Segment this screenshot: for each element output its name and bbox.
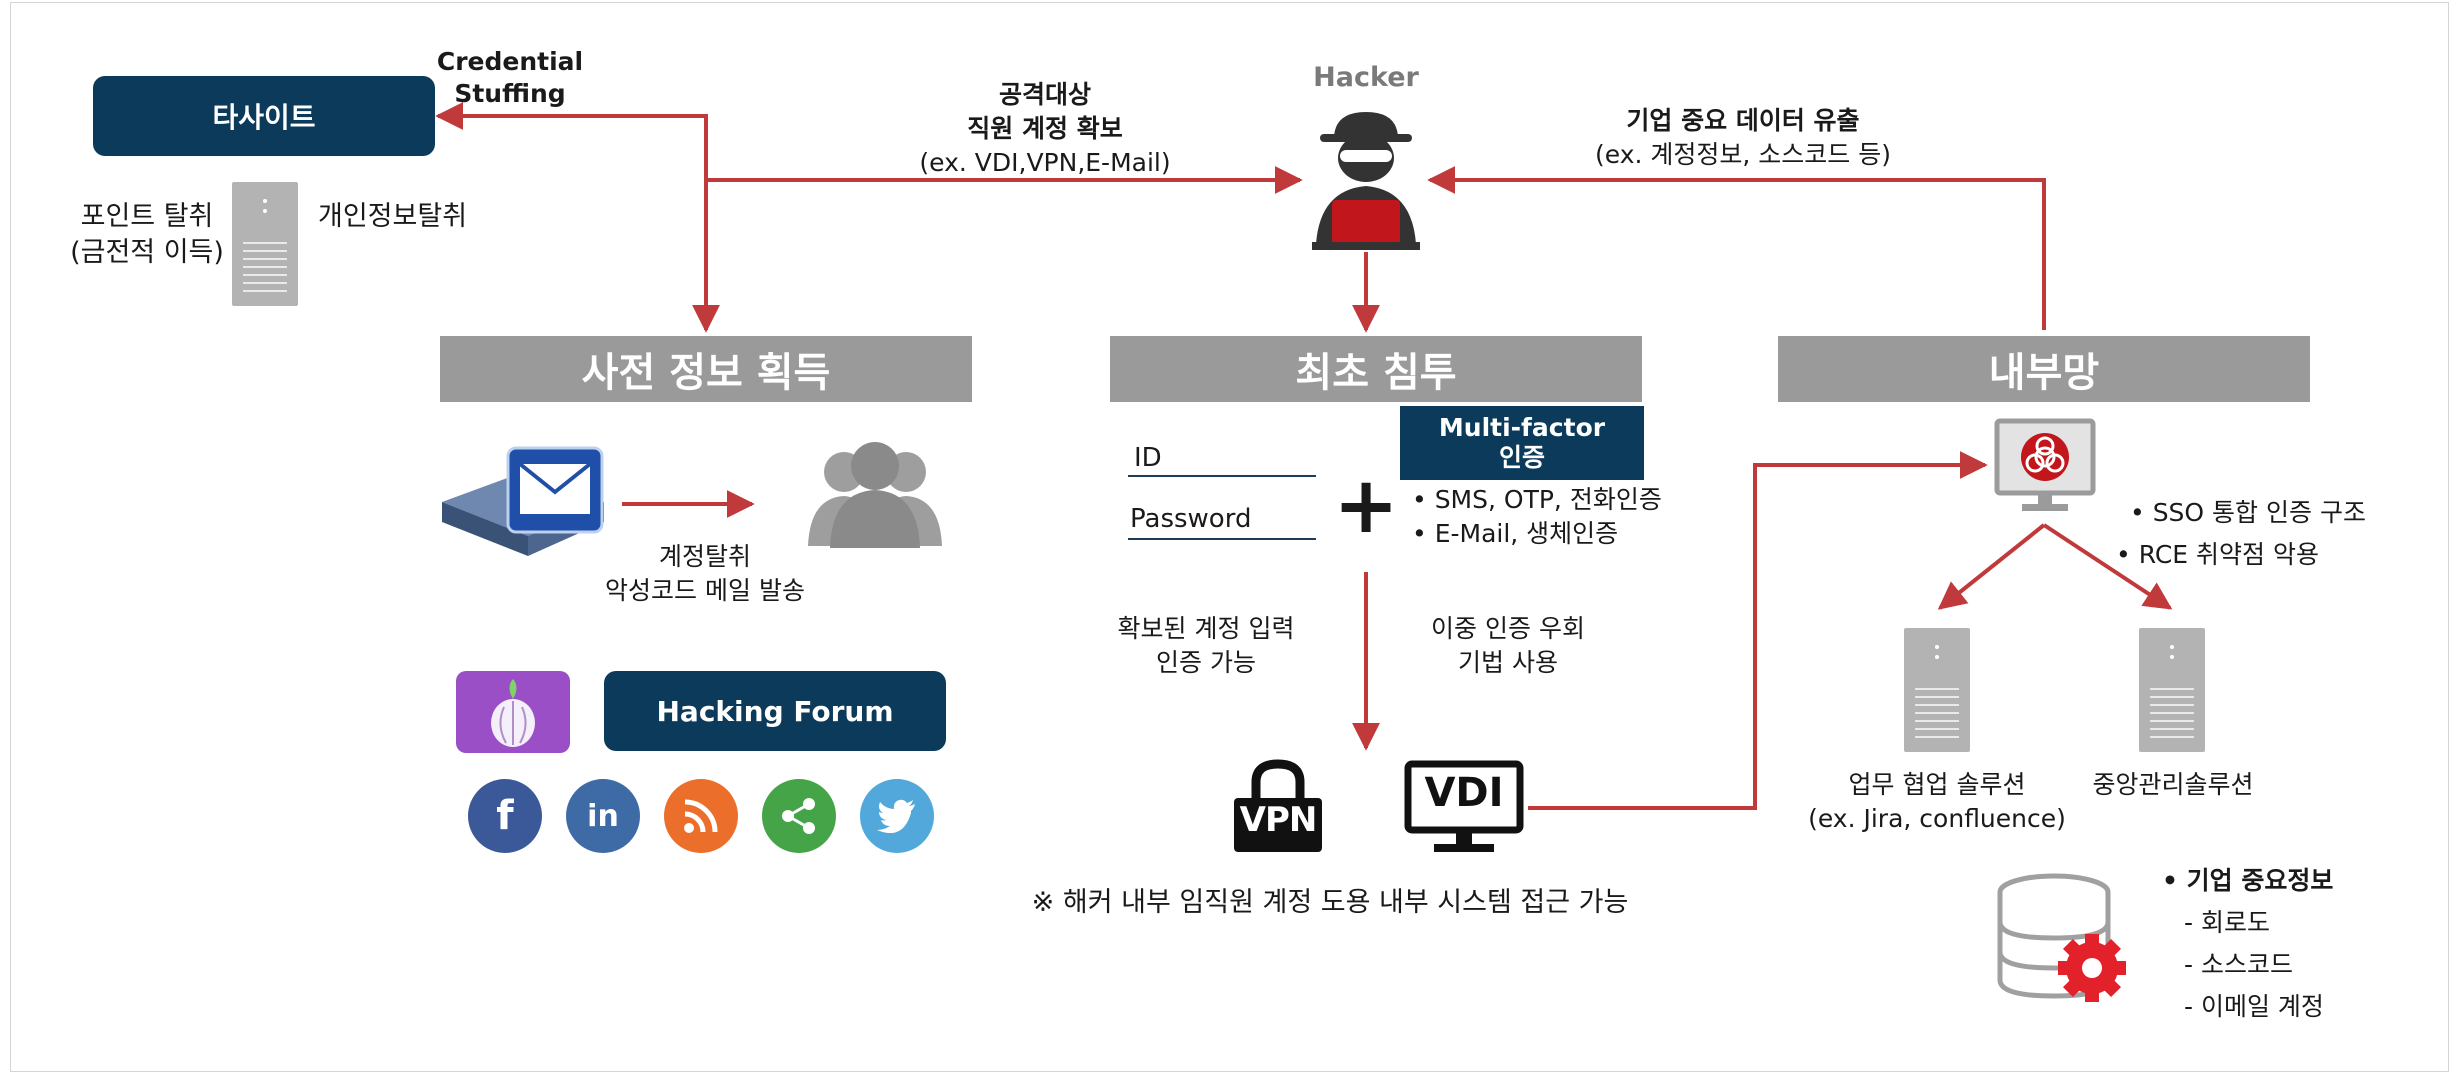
hacking-forum-box: Hacking Forum bbox=[604, 671, 946, 751]
stage-internal-label: 내부망 bbox=[1988, 350, 2100, 396]
tor-onion-icon bbox=[456, 671, 570, 753]
point-theft-line1: 포인트 탈취 bbox=[80, 201, 214, 232]
entry-right-line2: 기법 사용 bbox=[1458, 648, 1558, 677]
mfa-box: Multi-factor 인증 bbox=[1400, 406, 1644, 480]
server1-line2: (ex. Jira, confluence) bbox=[1808, 804, 2066, 833]
entry-right-line1: 이중 인증 우회 bbox=[1431, 614, 1585, 643]
stage-prior-header: 사전 정보 획득 bbox=[440, 336, 972, 402]
stage-initial-label: 최초 침투 bbox=[1295, 350, 1457, 396]
hacking-forum-label: Hacking Forum bbox=[656, 694, 894, 728]
key-info-item1: - 회로도 bbox=[2184, 908, 2270, 937]
internal-bullets: • SSO 통합 인증 구조 • RCE 취약점 악용 bbox=[2116, 496, 2366, 572]
mfa-line1: Multi-factor bbox=[1438, 413, 1606, 442]
rss-icon bbox=[664, 779, 738, 853]
twitter-icon bbox=[860, 779, 934, 853]
server2-icon bbox=[2139, 628, 2205, 752]
point-theft-label: 포인트 탈취 (금전적 이득) bbox=[70, 199, 224, 271]
vdi-label: VDI bbox=[1424, 770, 1504, 816]
server1-line1: 업무 협업 솔루션 bbox=[1848, 770, 2026, 799]
data-leak-label: 기업 중요 데이터 유출 (ex. 계정정보, 소스코드 등) bbox=[1595, 104, 1891, 172]
key-info-title: • 기업 중요정보 bbox=[2162, 866, 2334, 895]
hacker-icon bbox=[1312, 112, 1420, 250]
credential-line1: Credential bbox=[436, 47, 584, 76]
arrow-monitor-to-server2 bbox=[2042, 523, 2173, 610]
mfa-bullet1: • SMS, OTP, 전화인증 bbox=[1412, 485, 1662, 514]
personal-info-theft-label: 개인정보탈취 bbox=[318, 201, 468, 232]
server1-icon bbox=[1904, 628, 1970, 752]
target-acquire-line1: 공격대상 bbox=[998, 80, 1092, 109]
key-info-list: • 기업 중요정보 - 회로도 - 소스코드 - 이메일 계정 bbox=[2162, 860, 2333, 1028]
entry-right-label: 이중 인증 우회 기법 사용 bbox=[1431, 612, 1585, 680]
phishing-label: 계정탈취 악성코드 메일 발송 bbox=[605, 540, 805, 608]
entry-left-label: 확보된 계정 입력 인증 가능 bbox=[1118, 612, 1295, 680]
target-acquire-line3: (ex. VDI,VPN,E-Mail) bbox=[919, 148, 1171, 177]
server1-label: 업무 협업 솔루션 (ex. Jira, confluence) bbox=[1808, 768, 2066, 836]
key-info-item3: - 이메일 계정 bbox=[2184, 992, 2324, 1021]
stage-prior-label: 사전 정보 획득 bbox=[581, 350, 831, 396]
sso-bullet: • SSO 통합 인증 구조 bbox=[2130, 498, 2366, 527]
credential-stuffing-label: Credential Stuffing bbox=[437, 46, 583, 110]
data-leak-line2: (ex. 계정정보, 소스코드 등) bbox=[1595, 140, 1891, 169]
data-leak-line1: 기업 중요 데이터 유출 bbox=[1626, 106, 1860, 135]
hacker-label: Hacker bbox=[1313, 62, 1419, 93]
vpn-lock-icon: VPN bbox=[1226, 758, 1330, 854]
entry-left-line2: 인증 가능 bbox=[1156, 648, 1256, 677]
target-acquire-line2: 직원 계정 확보 bbox=[967, 114, 1123, 143]
share-icon bbox=[762, 779, 836, 853]
key-info-item2: - 소스코드 bbox=[2184, 950, 2293, 979]
arrow-to-tasite bbox=[435, 102, 708, 180]
server2-label: 중앙관리솔루션 bbox=[2092, 770, 2254, 799]
mfa-bullet2: • E-Mail, 생체인증 bbox=[1412, 519, 1619, 548]
phishing-line1: 계정탈취 bbox=[658, 542, 751, 571]
server-icon bbox=[232, 182, 298, 306]
rce-bullet: • RCE 취약점 악용 bbox=[2116, 540, 2319, 569]
tasite-label: 타사이트 bbox=[212, 101, 316, 134]
linkedin-icon: in bbox=[566, 779, 640, 853]
phishing-line2: 악성코드 메일 발송 bbox=[605, 576, 805, 605]
facebook-icon: f bbox=[468, 779, 542, 853]
arrow-vdi-to-monitor bbox=[1528, 451, 1988, 810]
credential-line2: Stuffing bbox=[454, 79, 566, 108]
users-icon bbox=[808, 442, 942, 548]
tasite-box: 타사이트 bbox=[93, 76, 435, 156]
point-theft-line2: (금전적 이득) bbox=[70, 237, 224, 268]
vdi-monitor-icon: VDI bbox=[1404, 760, 1524, 858]
id-field-underline bbox=[1128, 475, 1316, 477]
target-acquire-label: 공격대상 직원 계정 확보 (ex. VDI,VPN,E-Mail) bbox=[919, 78, 1170, 180]
password-field-underline bbox=[1128, 538, 1316, 540]
vpn-label: VPN bbox=[1239, 800, 1318, 840]
stage-internal-header: 내부망 bbox=[1778, 336, 2310, 402]
mfa-bullets: • SMS, OTP, 전화인증 • E-Mail, 생체인증 bbox=[1412, 483, 1662, 551]
mfa-line2: 인증 bbox=[1498, 443, 1545, 472]
arrow-internal-to-hacker bbox=[1427, 166, 2046, 330]
entry-left-line1: 확보된 계정 입력 bbox=[1117, 614, 1295, 643]
entry-note: ※ 해커 내부 임직원 계정 도용 내부 시스템 접근 가능 bbox=[1031, 887, 1629, 918]
arrow-monitor-to-server1 bbox=[1937, 523, 2046, 610]
infected-monitor-icon bbox=[1994, 418, 2096, 511]
diagram-frame bbox=[10, 2, 2449, 1072]
id-label: ID bbox=[1134, 443, 1162, 473]
plus-icon: + bbox=[1333, 461, 1399, 551]
mail-server-icon bbox=[442, 446, 604, 556]
stage-initial-header: 최초 침투 bbox=[1110, 336, 1642, 402]
database-gear-icon bbox=[1997, 873, 2126, 1002]
password-label: Password bbox=[1130, 504, 1252, 534]
